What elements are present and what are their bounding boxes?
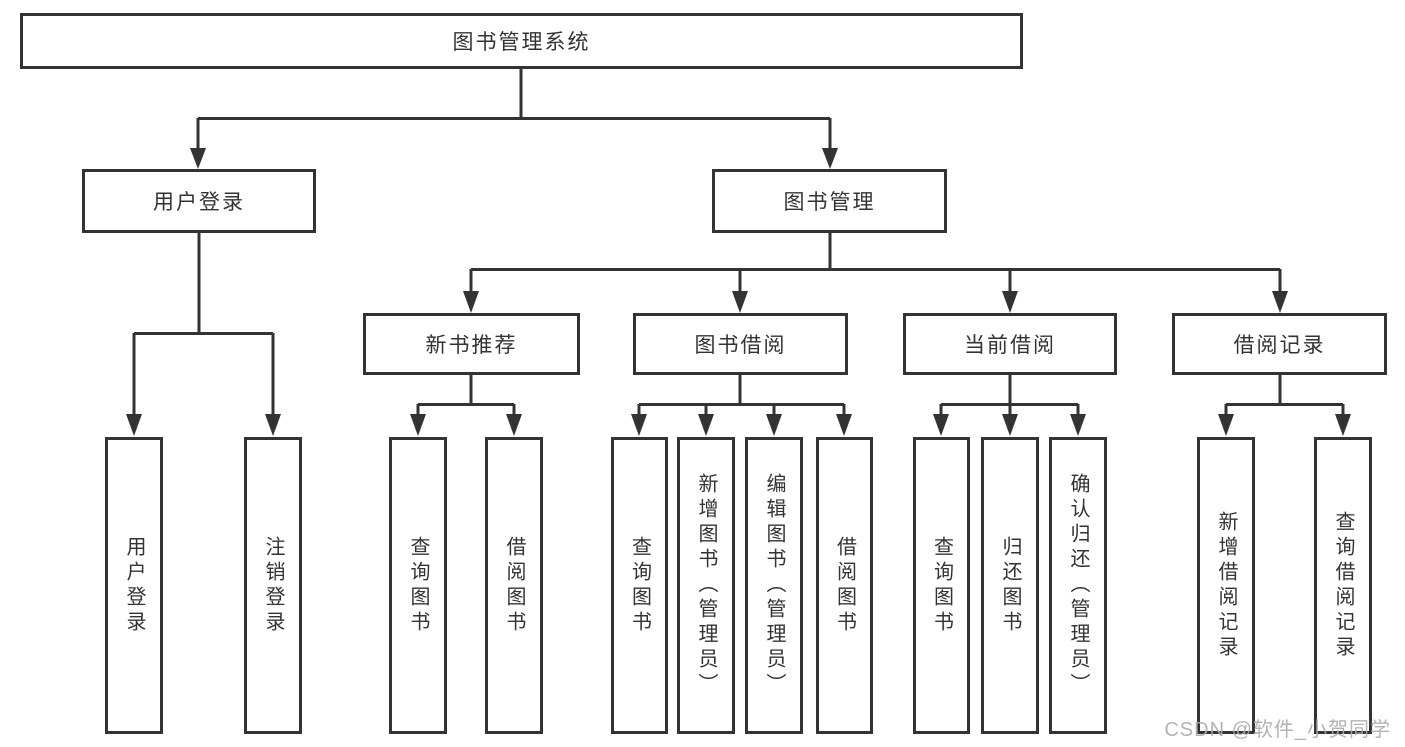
node-user-login-label: 用户登录 bbox=[153, 191, 245, 214]
connector-borrow-split bbox=[631, 375, 852, 436]
leaf-query-borrow-record: 查询借阅记录 bbox=[1314, 437, 1372, 734]
node-new-book-recommend: 新书推荐 bbox=[363, 313, 580, 375]
node-current-borrow-label: 当前借阅 bbox=[964, 334, 1056, 357]
node-borrow-records-label: 借阅记录 bbox=[1233, 334, 1326, 357]
node-book-management-label: 图书管理 bbox=[783, 191, 876, 214]
node-borrow-records: 借阅记录 bbox=[1172, 313, 1387, 375]
node-root-label: 图书管理系统 bbox=[452, 31, 591, 54]
leaf-add-book-admin-label: 新增图书（管理员） bbox=[695, 473, 717, 698]
connector-current-split bbox=[933, 375, 1086, 436]
node-new-book-recommend-label: 新书推荐 bbox=[425, 334, 518, 357]
connector-root-to-level2 bbox=[190, 69, 838, 169]
leaf-query-books-current: 查询图书 bbox=[913, 437, 970, 734]
leaf-add-borrow-record: 新增借阅记录 bbox=[1197, 437, 1255, 734]
connector-newbook-split bbox=[410, 375, 522, 436]
leaf-query-books-recommend: 查询图书 bbox=[389, 437, 447, 734]
leaf-query-books-current-label: 查询图书 bbox=[930, 535, 953, 636]
node-book-borrow: 图书借阅 bbox=[633, 313, 848, 375]
leaf-edit-book-admin-label: 编辑图书（管理员） bbox=[763, 473, 785, 698]
leaf-borrow-books-label: 借阅图书 bbox=[833, 535, 856, 636]
leaf-add-borrow-record-label: 新增借阅记录 bbox=[1215, 510, 1237, 661]
leaf-return-book: 归还图书 bbox=[981, 437, 1039, 734]
node-book-management: 图书管理 bbox=[712, 169, 947, 233]
leaf-logout-label: 注销登录 bbox=[262, 535, 284, 636]
leaf-query-borrow-record-label: 查询借阅记录 bbox=[1332, 510, 1354, 661]
connector-records-split bbox=[1218, 375, 1351, 436]
leaf-query-books-borrow: 查询图书 bbox=[611, 437, 668, 734]
leaf-add-book-admin: 新增图书（管理员） bbox=[677, 437, 735, 734]
leaf-borrow-books-recommend-label: 借阅图书 bbox=[503, 535, 525, 636]
leaf-logout: 注销登录 bbox=[244, 437, 302, 734]
node-current-borrow: 当前借阅 bbox=[903, 313, 1117, 375]
node-book-borrow-label: 图书借阅 bbox=[694, 334, 787, 357]
leaf-borrow-books: 借阅图书 bbox=[816, 437, 873, 734]
leaf-confirm-return-admin: 确认归还（管理员） bbox=[1049, 437, 1107, 734]
leaf-edit-book-admin: 编辑图书（管理员） bbox=[745, 437, 803, 734]
leaf-query-books-borrow-label: 查询图书 bbox=[628, 535, 651, 636]
connector-user-branch bbox=[126, 233, 281, 436]
node-root: 图书管理系统 bbox=[20, 13, 1023, 69]
watermark: CSDN @软件_小贺同学 bbox=[1164, 719, 1391, 741]
leaf-user-login-label: 用户登录 bbox=[123, 535, 145, 636]
connector-book-to-level3 bbox=[463, 233, 1288, 313]
leaf-confirm-return-admin-label: 确认归还（管理员） bbox=[1067, 473, 1089, 698]
node-user-login: 用户登录 bbox=[82, 169, 316, 233]
leaf-query-books-recommend-label: 查询图书 bbox=[407, 535, 429, 636]
leaf-user-login: 用户登录 bbox=[105, 437, 163, 734]
leaf-return-book-label: 归还图书 bbox=[999, 535, 1021, 636]
leaf-borrow-books-recommend: 借阅图书 bbox=[485, 437, 543, 734]
